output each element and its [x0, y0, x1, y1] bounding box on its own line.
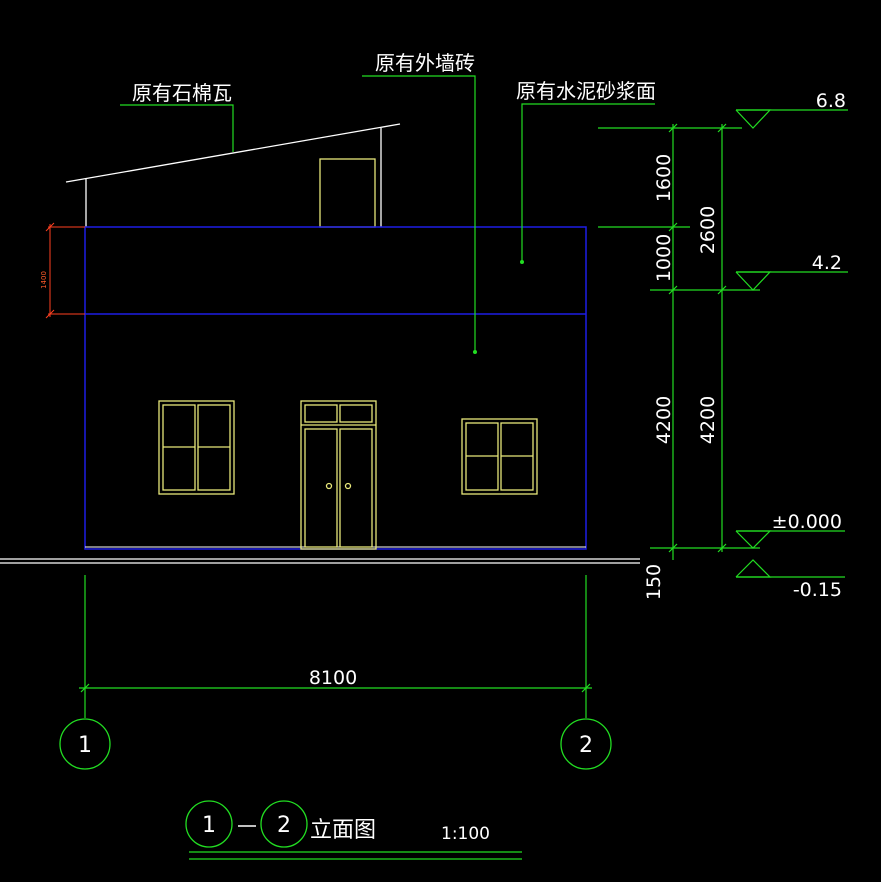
note-asbestos-tile: 原有石棉瓦 [132, 81, 232, 105]
note-exterior-brick: 原有外墙砖 [375, 51, 475, 75]
parapet-dimension [45, 222, 85, 319]
axis-bubbles [59, 718, 612, 770]
dim-outer-top: 2600 [697, 206, 719, 254]
roof [65, 123, 401, 227]
title-name: 立面图 [310, 818, 376, 843]
dim-inner-top: 1600 [653, 154, 675, 202]
dim-inner-low: 4200 [653, 396, 675, 444]
axis-label-left: 1 [78, 733, 92, 758]
elev-text-mid: 4.2 [812, 252, 842, 274]
axis-bubble-left [59, 718, 111, 770]
drawing-title [185, 800, 522, 860]
window-right [461, 418, 538, 495]
elev-text-top: 6.8 [816, 90, 846, 112]
elev-marker-top [735, 109, 772, 129]
title-axis-to: 2 [277, 813, 291, 838]
entrance-door [300, 400, 377, 550]
wall-outline [84, 226, 587, 550]
ground-line [0, 558, 640, 564]
parapet-dimension-text: 1400 [40, 271, 48, 289]
leader-mortar [521, 103, 655, 262]
leader-brick-dot [473, 350, 477, 354]
window-left [158, 400, 235, 495]
axis-bubble-right [560, 718, 612, 770]
rooftop-door [319, 158, 376, 228]
elev-text-ground: ±0.000 [772, 511, 842, 533]
note-cement-mortar: 原有水泥砂浆面 [516, 79, 656, 103]
elev-text-below: -0.15 [793, 579, 842, 601]
dim-plinth: 150 [643, 564, 665, 600]
elev-marker-mid [735, 271, 772, 291]
building-wall [84, 226, 587, 550]
axis-label-right: 2 [579, 733, 593, 758]
elev-marker-ground [735, 530, 772, 549]
elev-marker-below [735, 559, 772, 578]
title-axis-from: 1 [202, 813, 216, 838]
dim-width: 8100 [309, 667, 357, 689]
elevation-markers [735, 109, 848, 578]
roof-slope-line [65, 123, 401, 183]
leader-brick [362, 75, 476, 352]
vertical-dimensions [598, 123, 760, 560]
dim-outer-low: 4200 [697, 396, 719, 444]
leader-asbestos [120, 104, 234, 152]
dim-inner-mid: 1000 [653, 234, 675, 282]
title-scale: 1:100 [441, 824, 490, 844]
leader-lines [120, 75, 655, 352]
leader-mortar-dot [520, 260, 524, 264]
horizontal-dimension [79, 575, 592, 718]
